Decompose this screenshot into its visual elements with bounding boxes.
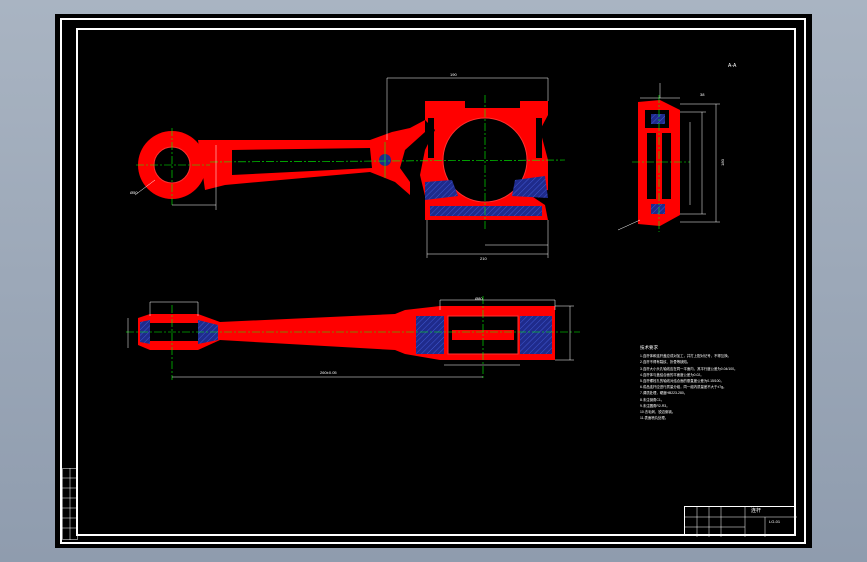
tech-req-line: 10.去毛刺，锐边倒钝。 (640, 410, 676, 415)
revision-strip (62, 468, 78, 540)
tech-req-line: 11.表面喷丸处理。 (640, 416, 669, 421)
dim-side-height: 180 (719, 159, 725, 166)
shank-web-slot (232, 148, 372, 175)
tech-req-line: 8.未注倒角C1。 (640, 397, 665, 402)
big-end-bore (442, 117, 528, 203)
tech-req-line: 5.连杆螺栓孔的轴线对结合面的垂直度公差为0.15/100。 (640, 379, 724, 384)
side-view-section (617, 83, 720, 232)
top-big-end-hatch-r (520, 316, 552, 354)
title-drawing-no: LG-01 (769, 519, 781, 524)
side-slot-mid-r (662, 133, 671, 199)
tech-req-line: 7.调质处理，硬度HB223-280。 (640, 391, 688, 396)
section-view-label: A-A (728, 63, 737, 69)
tech-req-line: 4.连杆体与盖结合面的平面度公差为0.02。 (640, 372, 704, 377)
title-part-name: 连杆 (751, 508, 762, 514)
bolt-bore-right (536, 118, 542, 158)
dim-side-width: 38 (700, 92, 705, 97)
top-view-connecting-rod (126, 296, 580, 380)
side-hatch-bot (651, 204, 665, 214)
cap-section (430, 206, 542, 216)
side-hatch-top (651, 114, 665, 124)
tech-req-line: 2.连杆不得有裂纹、折叠等缺陷。 (640, 360, 691, 365)
tech-req-title: 技术要求 (640, 345, 658, 350)
technical-requirements: 技术要求 1.连杆体和连杆盖应成对加工，并打上配对记号，不得互换。 2.连杆不得… (640, 345, 750, 421)
dim-big-end-width: Ø80 (475, 296, 483, 301)
sheet-border-inner (76, 28, 796, 536)
title-block-grid (685, 507, 797, 537)
tech-req-line: 3.连杆大小头孔轴线应在同一平面内，其平行度公差为0.04/100。 (640, 366, 738, 371)
bolt-bore-left (428, 118, 434, 158)
dim-top-span: 190 (450, 72, 457, 77)
big-end-section-right (512, 176, 548, 198)
tech-req-line: 1.连杆体和连杆盖应成对加工，并打上配对记号，不得互换。 (640, 354, 731, 359)
front-view-connecting-rod (134, 77, 566, 258)
dim-bottom-span: 210 (480, 256, 487, 261)
sheet-border-outer (60, 18, 806, 544)
dim-small-end-dia: Ø50 (130, 190, 138, 195)
dim-rod-length: 260±0.05 (320, 370, 337, 375)
side-slot-mid (647, 133, 656, 199)
big-end-section-left (425, 180, 458, 200)
title-block: 连杆 LG-01 (684, 506, 797, 537)
top-big-end-hatch-l (416, 316, 444, 354)
tech-req-line: 9.未注圆角R2-R3。 (640, 403, 670, 408)
tech-req-line: 6.成品连杆应进行质量分组，同一组内质量差不大于±7g。 (640, 385, 727, 390)
